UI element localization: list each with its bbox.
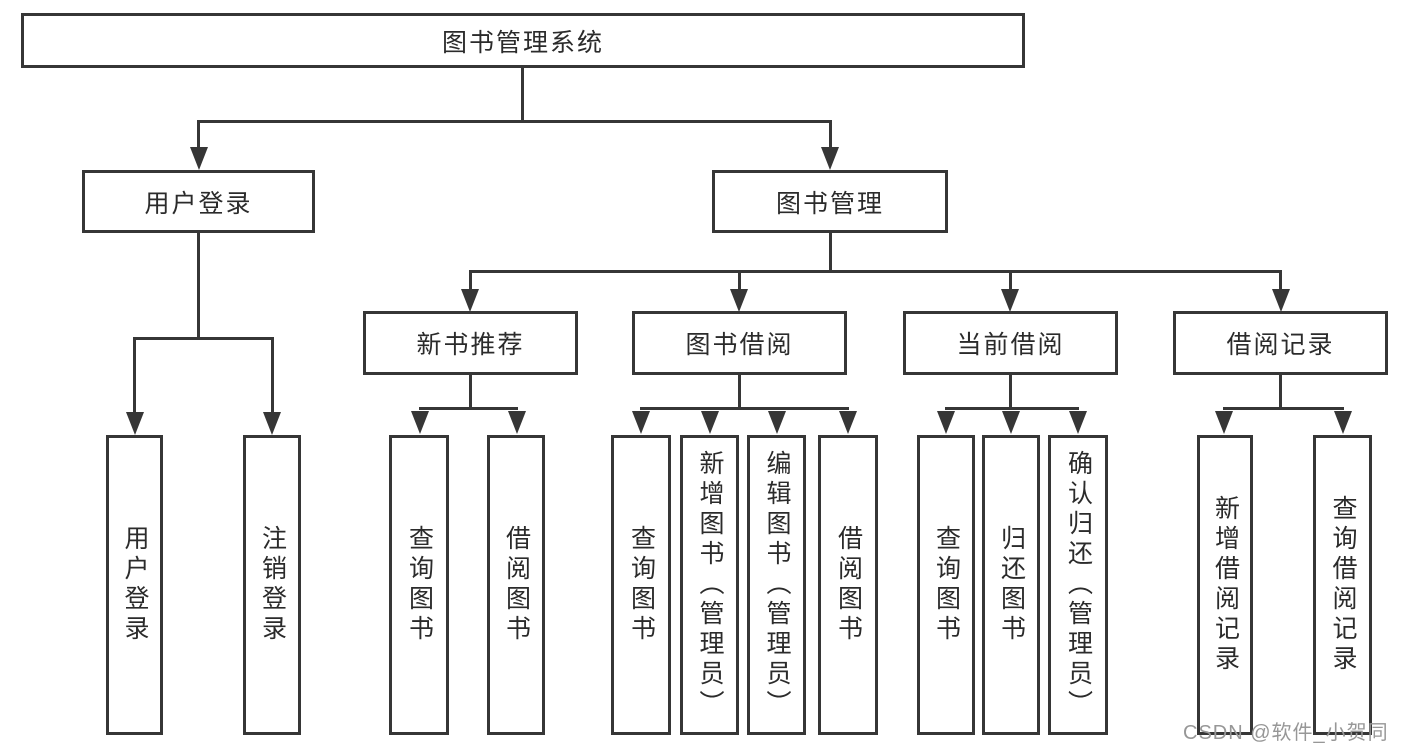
arrow-down-icon: [632, 411, 650, 434]
node-new-book-recommendation: 新书推荐: [363, 311, 578, 375]
arrow-down-icon: [1002, 411, 1020, 434]
connector-line: [829, 233, 832, 272]
connector-line: [738, 270, 741, 292]
node-label: 图书借阅: [685, 331, 794, 359]
node-book-borrowing: 图书借阅: [632, 311, 847, 375]
arrow-down-icon: [821, 147, 839, 170]
arrow-down-icon: [937, 411, 955, 434]
arrow-down-icon: [1272, 289, 1290, 312]
node-label: 编辑图书（管理员）: [763, 450, 791, 720]
node-library-management-system: 图书管理系统: [21, 13, 1025, 68]
connector-line: [1009, 270, 1012, 292]
arrow-down-icon: [1215, 411, 1233, 434]
connector-line: [1279, 270, 1282, 292]
connector-line: [945, 407, 1079, 410]
arrow-down-icon: [411, 411, 429, 434]
leaf-edit-books-admin: 编辑图书（管理员）: [747, 435, 806, 735]
leaf-query-books-borrow: 查询图书: [611, 435, 671, 735]
arrow-down-icon: [126, 412, 144, 435]
leaf-add-borrow-record: 新增借阅记录: [1197, 435, 1253, 735]
node-label: 借阅记录: [1226, 331, 1335, 359]
connector-line: [469, 270, 1282, 273]
leaf-logout: 注销登录: [243, 435, 301, 735]
arrow-down-icon: [730, 289, 748, 312]
arrow-down-icon: [508, 411, 526, 434]
leaf-add-books-admin: 新增图书（管理员）: [680, 435, 739, 735]
node-label: 借阅图书: [834, 525, 863, 645]
arrow-down-icon: [701, 411, 719, 434]
node-label: 查询借阅记录: [1329, 495, 1357, 675]
node-label: 用户登录: [121, 525, 149, 645]
arrow-down-icon: [461, 289, 479, 312]
connector-line: [133, 337, 274, 340]
leaf-borrow-books: 借阅图书: [818, 435, 878, 735]
node-label: 借阅图书: [502, 525, 531, 645]
connector-line: [271, 337, 274, 413]
connector-line: [1223, 407, 1344, 410]
node-label: 查询图书: [405, 525, 434, 645]
leaf-borrow-books-recommend: 借阅图书: [487, 435, 545, 735]
node-label: 注销登录: [258, 525, 287, 645]
leaf-return-books: 归还图书: [982, 435, 1040, 735]
leaf-confirm-return-admin: 确认归还（管理员）: [1048, 435, 1108, 735]
connector-line: [469, 375, 472, 409]
connector-line: [419, 407, 518, 410]
node-label: 新增图书（管理员）: [696, 450, 724, 720]
node-label: 新书推荐: [416, 331, 525, 359]
node-label: 新增借阅记录: [1211, 495, 1240, 675]
node-label: 用户登录: [144, 189, 253, 218]
connector-line: [1009, 375, 1012, 409]
node-book-management: 图书管理: [712, 170, 948, 233]
connector-line: [469, 270, 472, 292]
leaf-query-books-recommend: 查询图书: [389, 435, 449, 735]
node-label: 图书管理: [775, 189, 884, 218]
csdn-watermark: CSDN @软件_小贺同学: [1183, 722, 1389, 744]
connector-line: [197, 120, 200, 150]
connector-line: [197, 120, 832, 123]
connector-line: [133, 337, 136, 413]
node-label: 归还图书: [997, 525, 1026, 645]
node-current-borrowing: 当前借阅: [903, 311, 1118, 375]
connector-line: [640, 407, 849, 410]
node-user-login: 用户登录: [82, 170, 315, 233]
node-label: 确认归还（管理员）: [1064, 450, 1093, 720]
arrow-down-icon: [1001, 289, 1019, 312]
node-label: 查询图书: [932, 525, 961, 645]
connector-line: [521, 68, 524, 122]
connector-line: [197, 233, 200, 339]
arrow-down-icon: [768, 411, 786, 434]
node-borrowing-records: 借阅记录: [1173, 311, 1388, 375]
node-label: 查询图书: [627, 525, 656, 645]
arrow-down-icon: [1334, 411, 1352, 434]
leaf-query-borrow-record: 查询借阅记录: [1313, 435, 1372, 735]
arrow-down-icon: [190, 147, 208, 170]
connector-line: [829, 120, 832, 150]
arrow-down-icon: [1069, 411, 1087, 434]
leaf-query-books-current: 查询图书: [917, 435, 975, 735]
leaf-user-login: 用户登录: [106, 435, 163, 735]
connector-line: [1279, 375, 1282, 409]
arrow-down-icon: [839, 411, 857, 434]
connector-line: [738, 375, 741, 409]
node-label: 当前借阅: [956, 331, 1065, 359]
arrow-down-icon: [263, 412, 281, 435]
node-label: 图书管理系统: [441, 28, 604, 57]
